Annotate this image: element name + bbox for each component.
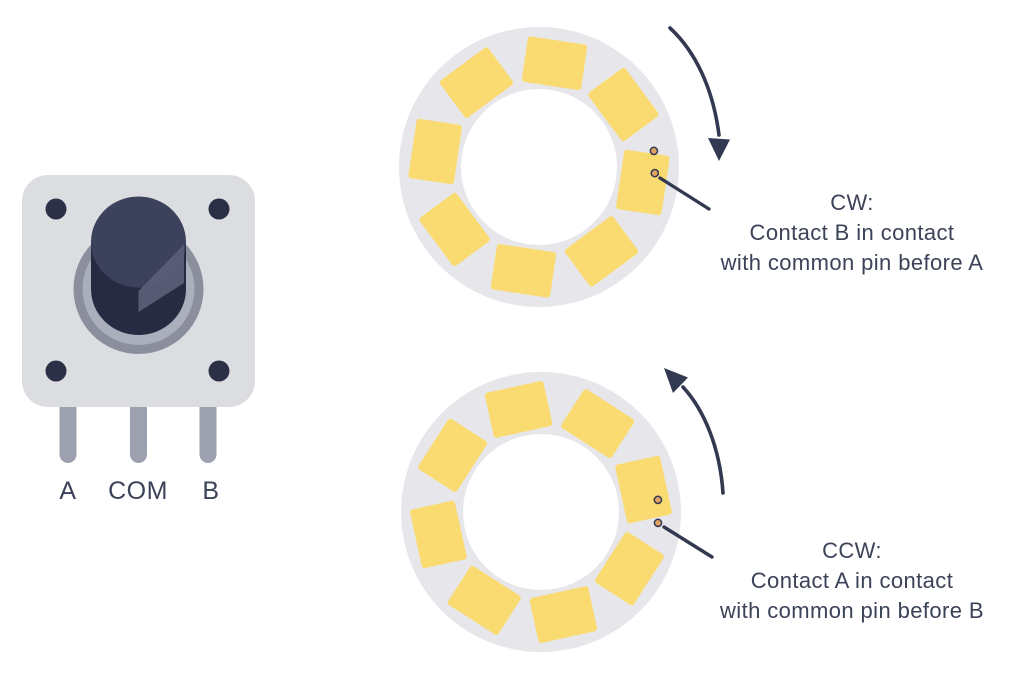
contact-pin-dot: [653, 495, 663, 505]
mounting-hole: [208, 360, 230, 382]
contact-pin-dot: [650, 168, 660, 178]
contact-pad: [484, 381, 553, 438]
cw-caption-line3: with common pin before A: [720, 250, 984, 275]
contact-pad: [564, 216, 639, 287]
contact-pad: [418, 418, 488, 492]
contact-pad: [408, 118, 462, 185]
knob-top: [91, 196, 186, 288]
pin-b: [199, 398, 217, 463]
contact-pad: [615, 455, 672, 524]
ccw-leader-line: [662, 525, 714, 559]
contact-pad: [521, 36, 588, 90]
cw-caption: CW: Contact B in contact with common pin…: [679, 188, 1024, 278]
pin-a: [59, 398, 77, 463]
mounting-hole: [45, 360, 67, 382]
pin-com: [130, 398, 147, 463]
contact-pad: [529, 586, 598, 643]
ccw-caption: CCW: Contact A in contact with common pi…: [679, 536, 1024, 626]
contact-pad: [447, 565, 521, 635]
pin-label-b: B: [202, 477, 220, 505]
cw-arrow-icon: [668, 26, 730, 161]
contact-pad: [410, 500, 467, 569]
contact-pad: [616, 149, 670, 216]
pin-label-a: A: [59, 477, 77, 505]
contact-pin-dot: [653, 518, 663, 528]
mounting-hole: [208, 198, 230, 220]
ccw-caption-line2: Contact A in contact: [750, 568, 954, 593]
ccw-caption-title: CCW:: [822, 538, 882, 563]
ccw-encoder-disc: [401, 372, 681, 652]
rotary-encoder-component: [22, 175, 255, 463]
pin-label-com: COM: [108, 477, 168, 505]
knob-highlight-wedge: [138, 244, 184, 312]
contact-pad: [561, 389, 635, 459]
contact-pin-dot: [649, 146, 659, 156]
cw-encoder-disc: [399, 27, 679, 307]
ccw-caption-line3: with common pin before B: [720, 598, 984, 623]
contact-pad: [490, 244, 557, 298]
contact-pad: [594, 532, 664, 606]
contact-pad: [588, 67, 659, 142]
cw-caption-title: CW:: [830, 190, 874, 215]
ccw-arrow-icon: [664, 368, 725, 495]
mounting-hole: [45, 198, 67, 220]
cw-leader-line: [658, 176, 711, 211]
cw-caption-line2: Contact B in contact: [749, 220, 955, 245]
contact-pad: [419, 192, 490, 267]
contact-pad: [439, 47, 514, 118]
